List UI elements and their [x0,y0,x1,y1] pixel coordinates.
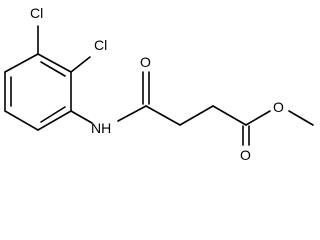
bond-ester-c-o [245,110,271,126]
ring-bond-1 [37,53,72,73]
ring-double-bond-1 [40,61,66,77]
ring-bond-3 [37,110,72,131]
bond-chain-1 [145,105,181,126]
atom-cl-right: Cl [94,37,107,53]
atom-o-ester-single: O [273,99,284,115]
ring-bond-6 [4,53,39,73]
bond-n-carbonyl [117,105,147,122]
ring-double-bond-2 [40,106,66,123]
bond-chain-2 [179,105,214,126]
atom-o-amide: O [140,54,151,70]
benzene-ring [4,53,72,131]
bond-chain-3 [212,105,247,126]
bond-c-cl-right [70,56,91,73]
ring-bond-4 [4,110,39,131]
atom-o-ester-double: O [240,147,251,163]
chemical-structure-diagram: Cl Cl NH O O O [4,5,314,163]
bond-ring-n [70,110,93,124]
atom-nh: NH [91,120,111,136]
atom-cl-top: Cl [30,5,43,21]
bond-o-methyl [288,110,314,126]
